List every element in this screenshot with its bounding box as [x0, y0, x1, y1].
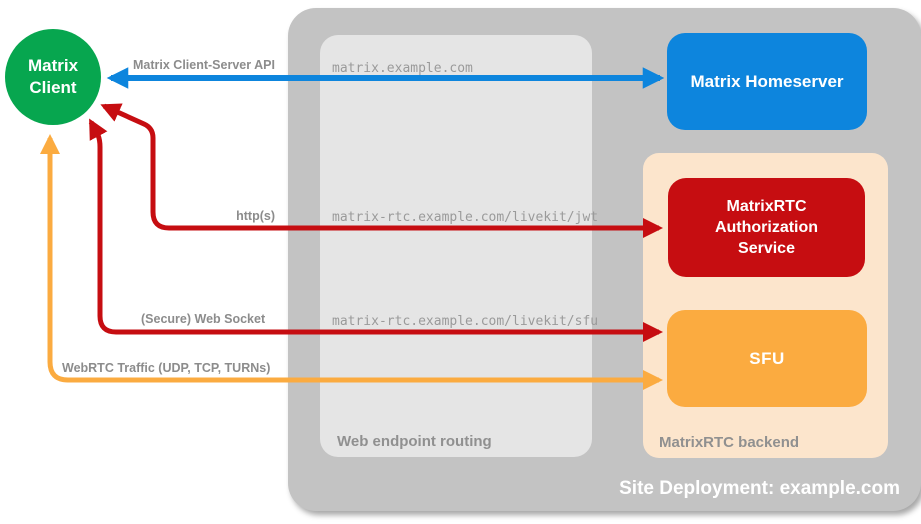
matrix-homeserver-node: Matrix Homeserver [667, 33, 867, 130]
matrix-homeserver-label: Matrix Homeserver [690, 71, 844, 91]
secure-web-socket-label: (Secure) Web Socket [141, 312, 266, 326]
matrix-client-label-line1: Matrix [27, 56, 79, 75]
endpoint-matrix-example: matrix.example.com [332, 61, 473, 76]
auth-service-label-line3: Service [738, 240, 795, 257]
web-endpoint-routing-container [320, 35, 592, 457]
sfu-label: SFU [749, 348, 785, 368]
web-endpoint-routing-label: Web endpoint routing [337, 433, 492, 450]
matrix-client-node: Matrix Client [5, 29, 101, 125]
matrixrtc-authorization-service-node: MatrixRTC Authorization Service [668, 178, 865, 277]
https-label: http(s) [236, 209, 275, 223]
endpoint-livekit-sfu: matrix-rtc.example.com/livekit/sfu [332, 314, 599, 329]
auth-service-label-line1: MatrixRTC [726, 198, 807, 215]
client-server-api-label: Matrix Client-Server API [133, 58, 275, 72]
endpoint-livekit-jwt: matrix-rtc.example.com/livekit/jwt [332, 210, 599, 225]
auth-service-label-line2: Authorization [714, 219, 819, 236]
sfu-node: SFU [667, 310, 867, 407]
site-deployment-label: Site Deployment: example.com [619, 478, 900, 499]
matrixrtc-backend-label: MatrixRTC backend [659, 434, 800, 451]
matrix-client-label-line2: Client [29, 78, 77, 97]
webrtc-traffic-label: WebRTC Traffic (UDP, TCP, TURNs) [62, 361, 271, 375]
